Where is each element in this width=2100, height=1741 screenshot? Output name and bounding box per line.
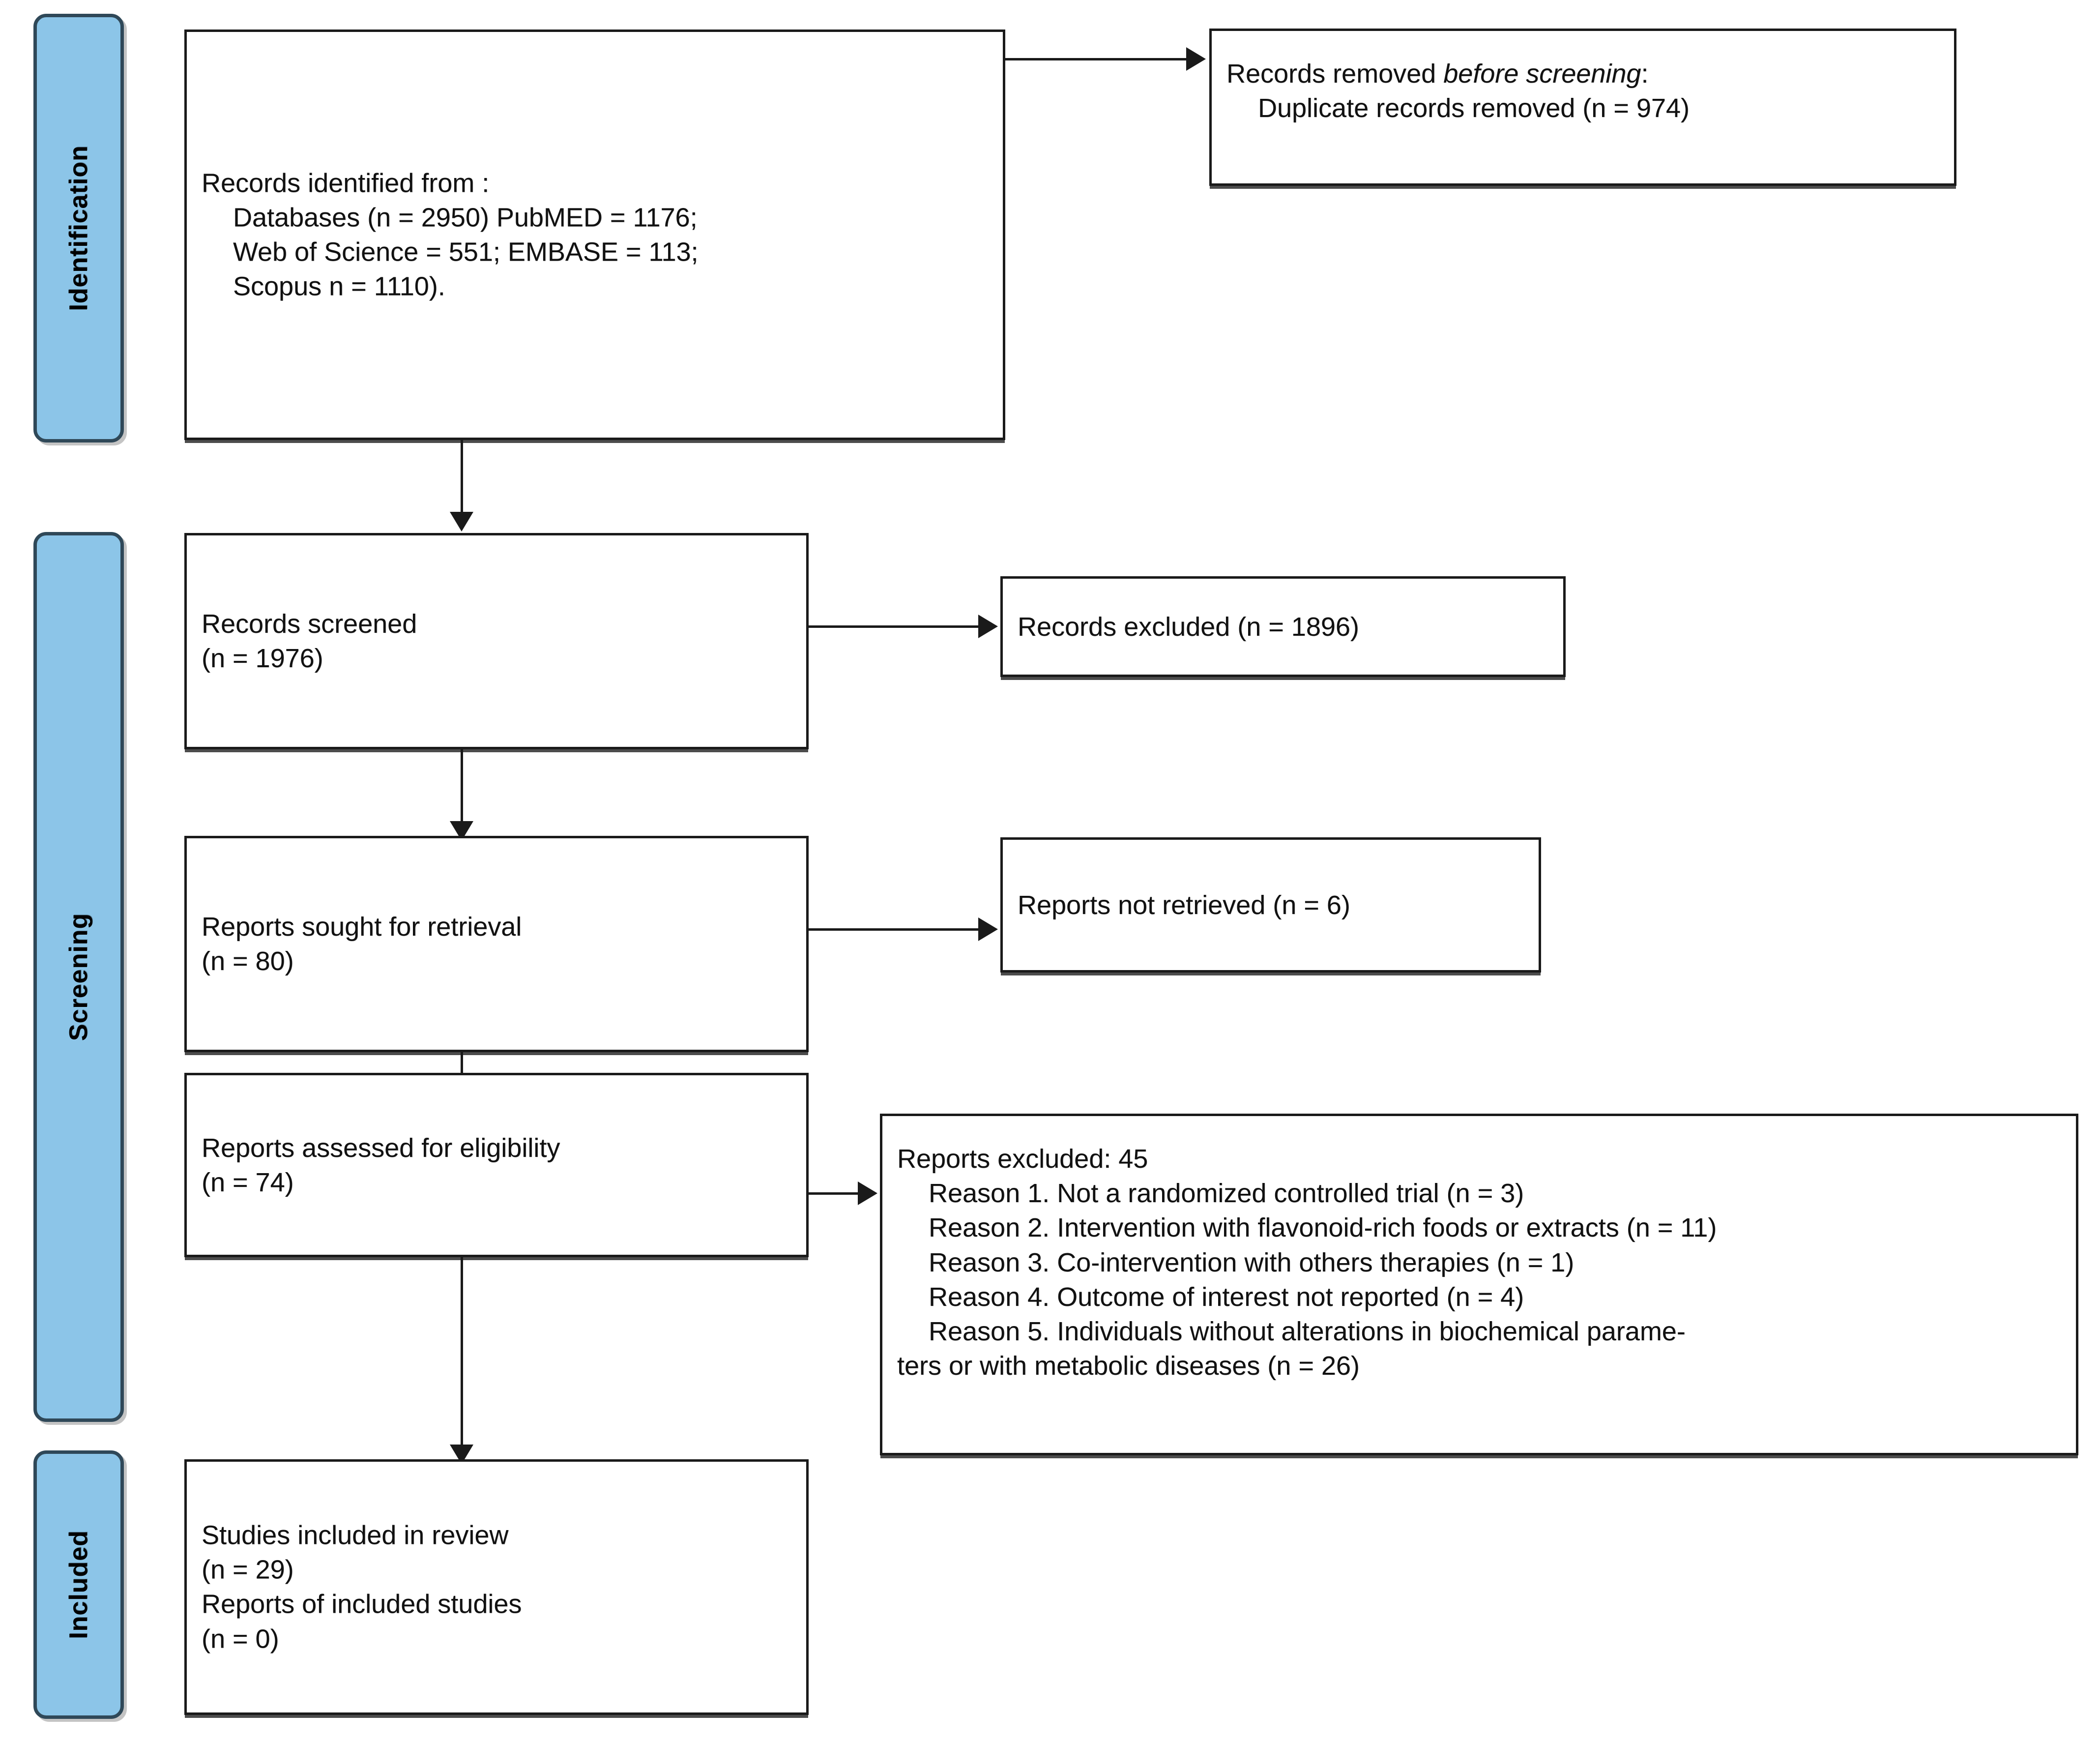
reports-assessed-line-0: Reports assessed for eligibility (202, 1133, 560, 1163)
connector-identified-to-screened (461, 440, 463, 519)
box-studies-included: Studies included in review (n = 29) Repo… (184, 1459, 809, 1715)
reports-excluded-reason-2: Reason 2. Intervention with flavonoid-ri… (929, 1213, 1717, 1243)
phase-label-screening: Screening (64, 913, 93, 1041)
reports-sought-line-1: (n = 80) (202, 946, 294, 976)
reports-excluded-reason-5: Reason 5. Individuals without alteration… (929, 1316, 1686, 1346)
records-identified-line-2: Web of Science = 551; EMBASE = 113; (233, 237, 699, 267)
box-records-identified: Records identified from : Databases (n =… (184, 30, 1005, 440)
arrow-assessed-to-reports-excluded-icon (858, 1181, 877, 1205)
box-records-removed: Records removed before screening: Duplic… (1209, 29, 1956, 186)
reports-excluded-reason-3: Reason 3. Co-intervention with others th… (929, 1247, 1575, 1277)
arrow-identified-to-screened-icon (450, 512, 473, 531)
phase-bar-screening: Screening (33, 532, 124, 1422)
connector-screened-to-excluded (809, 625, 978, 628)
records-excluded-line-0: Records excluded (n = 1896) (1018, 612, 1359, 642)
records-removed-italic: before screening (1443, 59, 1641, 89)
connector-screened-to-sought (461, 749, 463, 828)
box-reports-sought: Reports sought for retrieval (n = 80) (184, 836, 809, 1052)
records-removed-prefix: Records removed (1226, 59, 1444, 89)
records-removed-line-0: Records removed before screening: (1226, 57, 1942, 91)
connector-identified-to-removed (1005, 58, 1186, 60)
connector-sought-to-not-retrieved (809, 928, 978, 931)
phase-label-identification: Identification (64, 145, 93, 311)
reports-sought-line-0: Reports sought for retrieval (202, 912, 522, 942)
reports-excluded-reason-5-cont: ters or with metabolic diseases (n = 26) (897, 1351, 1360, 1381)
connector-assessed-to-included (461, 1257, 463, 1451)
reports-excluded-reason-1: Reason 1. Not a randomized controlled tr… (929, 1179, 1524, 1209)
box-reports-not-retrieved: Reports not retrieved (n = 6) (1000, 837, 1541, 973)
arrow-screened-to-excluded-icon (978, 615, 998, 638)
reports-excluded-header: Reports excluded: 45 (897, 1144, 1148, 1174)
records-identified-line-1: Databases (n = 2950) PubMED = 1176; (233, 203, 698, 233)
records-screened-line-1: (n = 1976) (202, 644, 323, 673)
studies-included-line-1: (n = 29) (202, 1555, 294, 1585)
connector-assessed-to-reports-excluded (809, 1192, 858, 1195)
studies-included-line-3: (n = 0) (202, 1624, 279, 1654)
phase-bar-identification: Identification (33, 14, 124, 443)
records-screened-line-0: Records screened (202, 609, 417, 639)
records-removed-suffix: : (1641, 59, 1649, 89)
reports-not-retrieved-line-0: Reports not retrieved (n = 6) (1018, 890, 1350, 920)
box-reports-excluded-reasons: Reports excluded: 45 Reason 1. Not a ran… (880, 1114, 2078, 1455)
records-identified-line-0: Records identified from : (202, 168, 490, 198)
records-identified-line-3: Scopus n = 1110). (233, 271, 445, 301)
phase-label-included: Included (64, 1530, 93, 1639)
arrow-identified-to-removed-icon (1186, 47, 1206, 71)
box-records-screened: Records screened (n = 1976) (184, 533, 809, 749)
studies-included-line-0: Studies included in review (202, 1520, 509, 1550)
arrow-sought-to-not-retrieved-icon (978, 917, 998, 941)
box-records-excluded: Records excluded (n = 1896) (1000, 576, 1566, 677)
phase-bar-included: Included (33, 1450, 124, 1719)
records-removed-line-1: Duplicate records removed (n = 974) (1258, 93, 1690, 123)
reports-assessed-line-1: (n = 74) (202, 1167, 294, 1197)
reports-excluded-reason-4: Reason 4. Outcome of interest not report… (929, 1282, 1524, 1312)
studies-included-line-2: Reports of included studies (202, 1590, 522, 1619)
box-reports-assessed: Reports assessed for eligibility (n = 74… (184, 1073, 809, 1257)
